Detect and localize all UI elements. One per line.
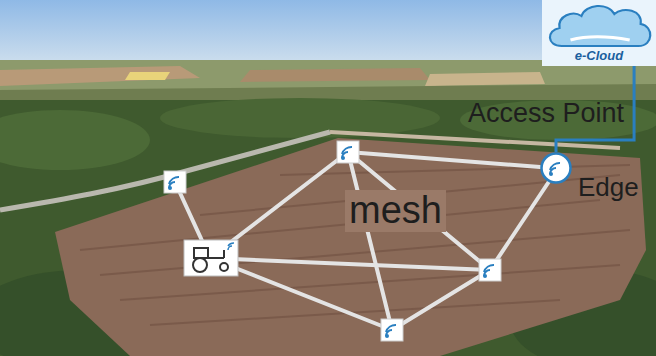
access-point-node: Access PointEdge (540, 152, 572, 184)
mesh-links (175, 152, 550, 330)
access-point-label: Access Point (468, 98, 624, 129)
access-point-circle (540, 152, 572, 184)
tractor-icon (184, 240, 238, 276)
cloud-label: e-Cloud (542, 48, 656, 63)
mesh-label: mesh (345, 190, 446, 232)
cloud-node: e-Cloud (542, 0, 656, 66)
wifi-node-icons (164, 141, 501, 341)
edge-label: Edge (578, 172, 639, 203)
